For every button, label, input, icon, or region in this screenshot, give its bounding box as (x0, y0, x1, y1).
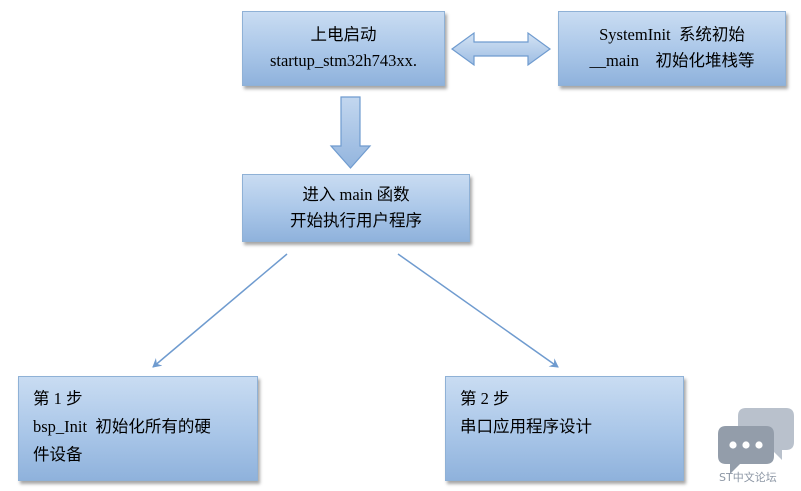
down-arrow-power-main (329, 96, 372, 169)
arrow-main-step2 (397, 253, 559, 368)
enter-main-label: 进入 main 函数 (302, 185, 410, 204)
watermark-label: ST中文论坛 (719, 471, 777, 484)
step1-box: 第 1 步 bsp_Init 初始化所有的硬 件设备 (18, 376, 258, 481)
system-init-box: SystemInit 系统初始 __main 初始化堆栈等 (558, 11, 786, 86)
step2-desc: 串口应用程序设计 (460, 417, 592, 436)
double-arrow-power-sysinit (450, 31, 552, 67)
step2-title: 第 2 步 (460, 389, 510, 408)
system-init-label: SystemInit 系统初始 (599, 25, 745, 44)
step2-box: 第 2 步 串口应用程序设计 (445, 376, 684, 481)
step1-desc-line1: bsp_Init 初始化所有的硬 (33, 417, 211, 436)
enter-main-box: 进入 main 函数 开始执行用户程序 (242, 174, 470, 242)
step1-desc-line2: 件设备 (33, 445, 83, 464)
step1-title: 第 1 步 (33, 389, 83, 408)
arrow-main-step1 (152, 253, 288, 368)
power-on-box: 上电启动 startup_stm32h743xx. (242, 11, 445, 86)
run-user-program-label: 开始执行用户程序 (290, 211, 422, 230)
power-on-title: 上电启动 (310, 25, 377, 44)
main-stack-init-label: __main 初始化堆栈等 (589, 51, 755, 70)
chat-bubbles-icon (718, 408, 794, 474)
startup-file-label: startup_stm32h743xx. (269, 51, 418, 70)
